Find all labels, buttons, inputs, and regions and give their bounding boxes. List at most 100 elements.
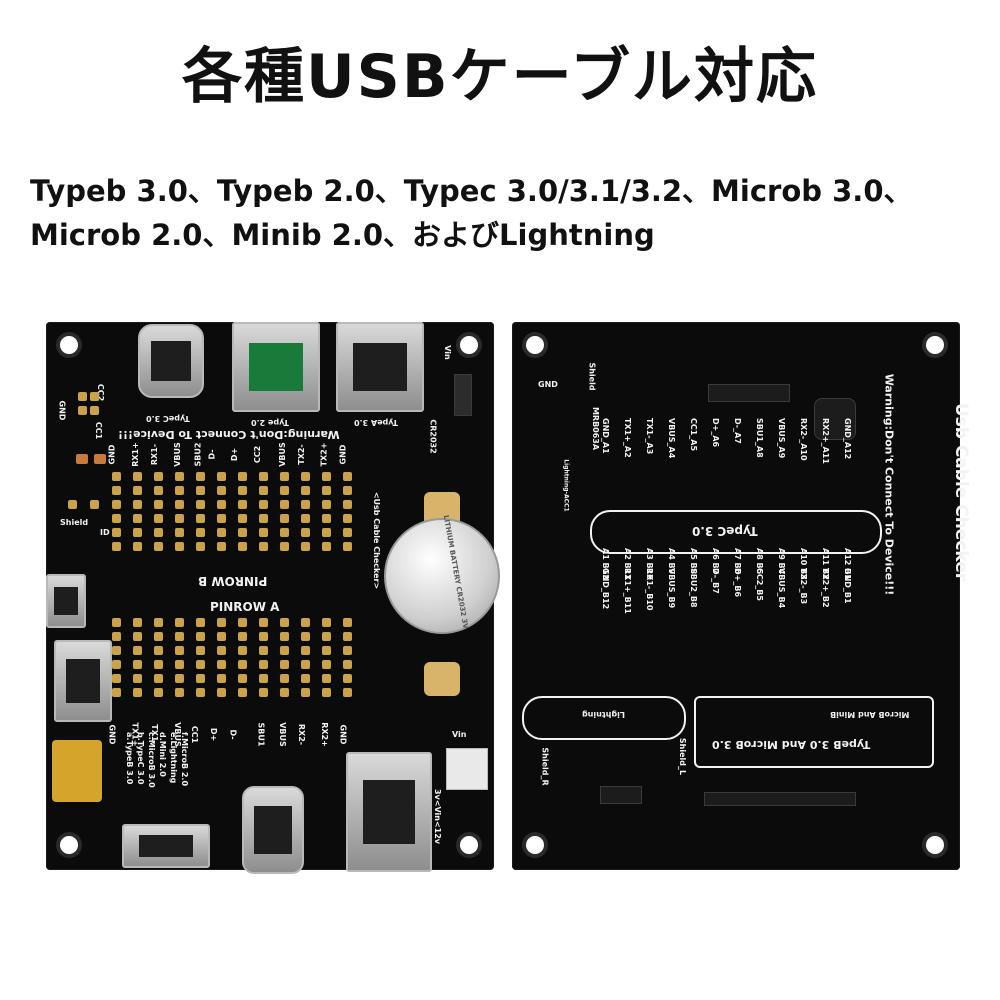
pin-pad[interactable] <box>259 472 268 481</box>
pin-pad[interactable] <box>217 500 226 509</box>
pin-pad[interactable] <box>133 514 142 523</box>
pin-pad[interactable] <box>175 660 184 669</box>
pin-pad[interactable] <box>217 618 226 627</box>
pin-pad[interactable] <box>175 486 184 495</box>
pin-pad[interactable] <box>238 632 247 641</box>
pin-pad[interactable] <box>238 500 247 509</box>
pin-pad[interactable] <box>175 646 184 655</box>
pin-pad[interactable] <box>217 646 226 655</box>
pin-pad[interactable] <box>301 500 310 509</box>
pin-pad[interactable] <box>280 486 289 495</box>
pin-pad[interactable] <box>154 688 163 697</box>
pin-pad[interactable] <box>175 472 184 481</box>
pin-pad[interactable] <box>343 472 352 481</box>
pin-pad[interactable] <box>112 660 121 669</box>
usb2-port[interactable] <box>232 322 320 412</box>
pin-pad[interactable] <box>238 472 247 481</box>
pin-pad[interactable] <box>280 674 289 683</box>
pin-pad[interactable] <box>301 688 310 697</box>
pin-pad[interactable] <box>322 500 331 509</box>
pin-pad[interactable] <box>196 632 205 641</box>
pin-pad[interactable] <box>322 646 331 655</box>
pin-pad[interactable] <box>322 472 331 481</box>
pin-pad[interactable] <box>175 688 184 697</box>
pin-pad[interactable] <box>196 660 205 669</box>
pin-pad[interactable] <box>196 646 205 655</box>
pin-pad[interactable] <box>154 472 163 481</box>
pin-pad[interactable] <box>154 528 163 537</box>
pin-pad[interactable] <box>196 688 205 697</box>
pin-pad[interactable] <box>343 514 352 523</box>
pin-pad[interactable] <box>217 660 226 669</box>
pin-pad[interactable] <box>238 674 247 683</box>
pin-pad[interactable] <box>280 542 289 551</box>
pin-pad[interactable] <box>154 500 163 509</box>
typeb-port[interactable] <box>346 752 432 872</box>
pin-pad[interactable] <box>301 528 310 537</box>
microb-port[interactable] <box>46 574 86 628</box>
pin-pad[interactable] <box>259 542 268 551</box>
pin-pad[interactable] <box>217 542 226 551</box>
pin-pad[interactable] <box>112 486 121 495</box>
pin-pad[interactable] <box>238 618 247 627</box>
pin-pad[interactable] <box>301 618 310 627</box>
pin-pad[interactable] <box>196 528 205 537</box>
pin-pad[interactable] <box>154 514 163 523</box>
pin-pad[interactable] <box>154 486 163 495</box>
pin-pad[interactable] <box>322 660 331 669</box>
pin-pad[interactable] <box>301 632 310 641</box>
pin-pad[interactable] <box>301 514 310 523</box>
pin-pad[interactable] <box>175 674 184 683</box>
pin-pad[interactable] <box>238 542 247 551</box>
pin-pad[interactable] <box>301 674 310 683</box>
pin-pad[interactable] <box>322 486 331 495</box>
pin-pad[interactable] <box>259 660 268 669</box>
pin-pad[interactable] <box>133 472 142 481</box>
pin-pad[interactable] <box>133 542 142 551</box>
pin-pad[interactable] <box>301 660 310 669</box>
pin-pad[interactable] <box>322 674 331 683</box>
typea-port[interactable] <box>336 322 424 412</box>
pin-pad[interactable] <box>133 500 142 509</box>
pin-pad[interactable] <box>112 688 121 697</box>
pin-pad[interactable] <box>133 674 142 683</box>
pin-pad[interactable] <box>154 674 163 683</box>
pin-pad[interactable] <box>238 486 247 495</box>
pin-pad[interactable] <box>343 646 352 655</box>
pin-pad[interactable] <box>196 486 205 495</box>
pin-pad[interactable] <box>196 514 205 523</box>
pin-pad[interactable] <box>280 500 289 509</box>
pin-pad[interactable] <box>238 514 247 523</box>
pin-pad[interactable] <box>343 618 352 627</box>
pin-pad[interactable] <box>154 618 163 627</box>
pin-pad[interactable] <box>175 500 184 509</box>
lightning-port[interactable] <box>52 740 102 802</box>
pin-pad[interactable] <box>301 472 310 481</box>
microb3-port[interactable] <box>54 640 112 722</box>
pin-pad[interactable] <box>196 542 205 551</box>
pin-pad[interactable] <box>133 528 142 537</box>
pin-pad[interactable] <box>217 528 226 537</box>
pin-pad[interactable] <box>343 632 352 641</box>
pin-pad[interactable] <box>217 486 226 495</box>
pin-pad[interactable] <box>238 688 247 697</box>
typec-port-bottom[interactable] <box>242 786 304 874</box>
pin-pad[interactable] <box>259 528 268 537</box>
pin-pad[interactable] <box>217 632 226 641</box>
pin-pad[interactable] <box>343 688 352 697</box>
pin-pad[interactable] <box>196 500 205 509</box>
pin-pad[interactable] <box>112 472 121 481</box>
pin-pad[interactable] <box>280 646 289 655</box>
pin-pad[interactable] <box>322 514 331 523</box>
pin-pad[interactable] <box>133 618 142 627</box>
pin-pad[interactable] <box>322 632 331 641</box>
pin-pad[interactable] <box>217 514 226 523</box>
pin-pad[interactable] <box>238 660 247 669</box>
pin-pad[interactable] <box>280 632 289 641</box>
pin-pad[interactable] <box>175 542 184 551</box>
pin-pad[interactable] <box>259 486 268 495</box>
pin-pad[interactable] <box>259 646 268 655</box>
pin-pad[interactable] <box>343 542 352 551</box>
pin-pad[interactable] <box>133 486 142 495</box>
pin-pad[interactable] <box>112 632 121 641</box>
